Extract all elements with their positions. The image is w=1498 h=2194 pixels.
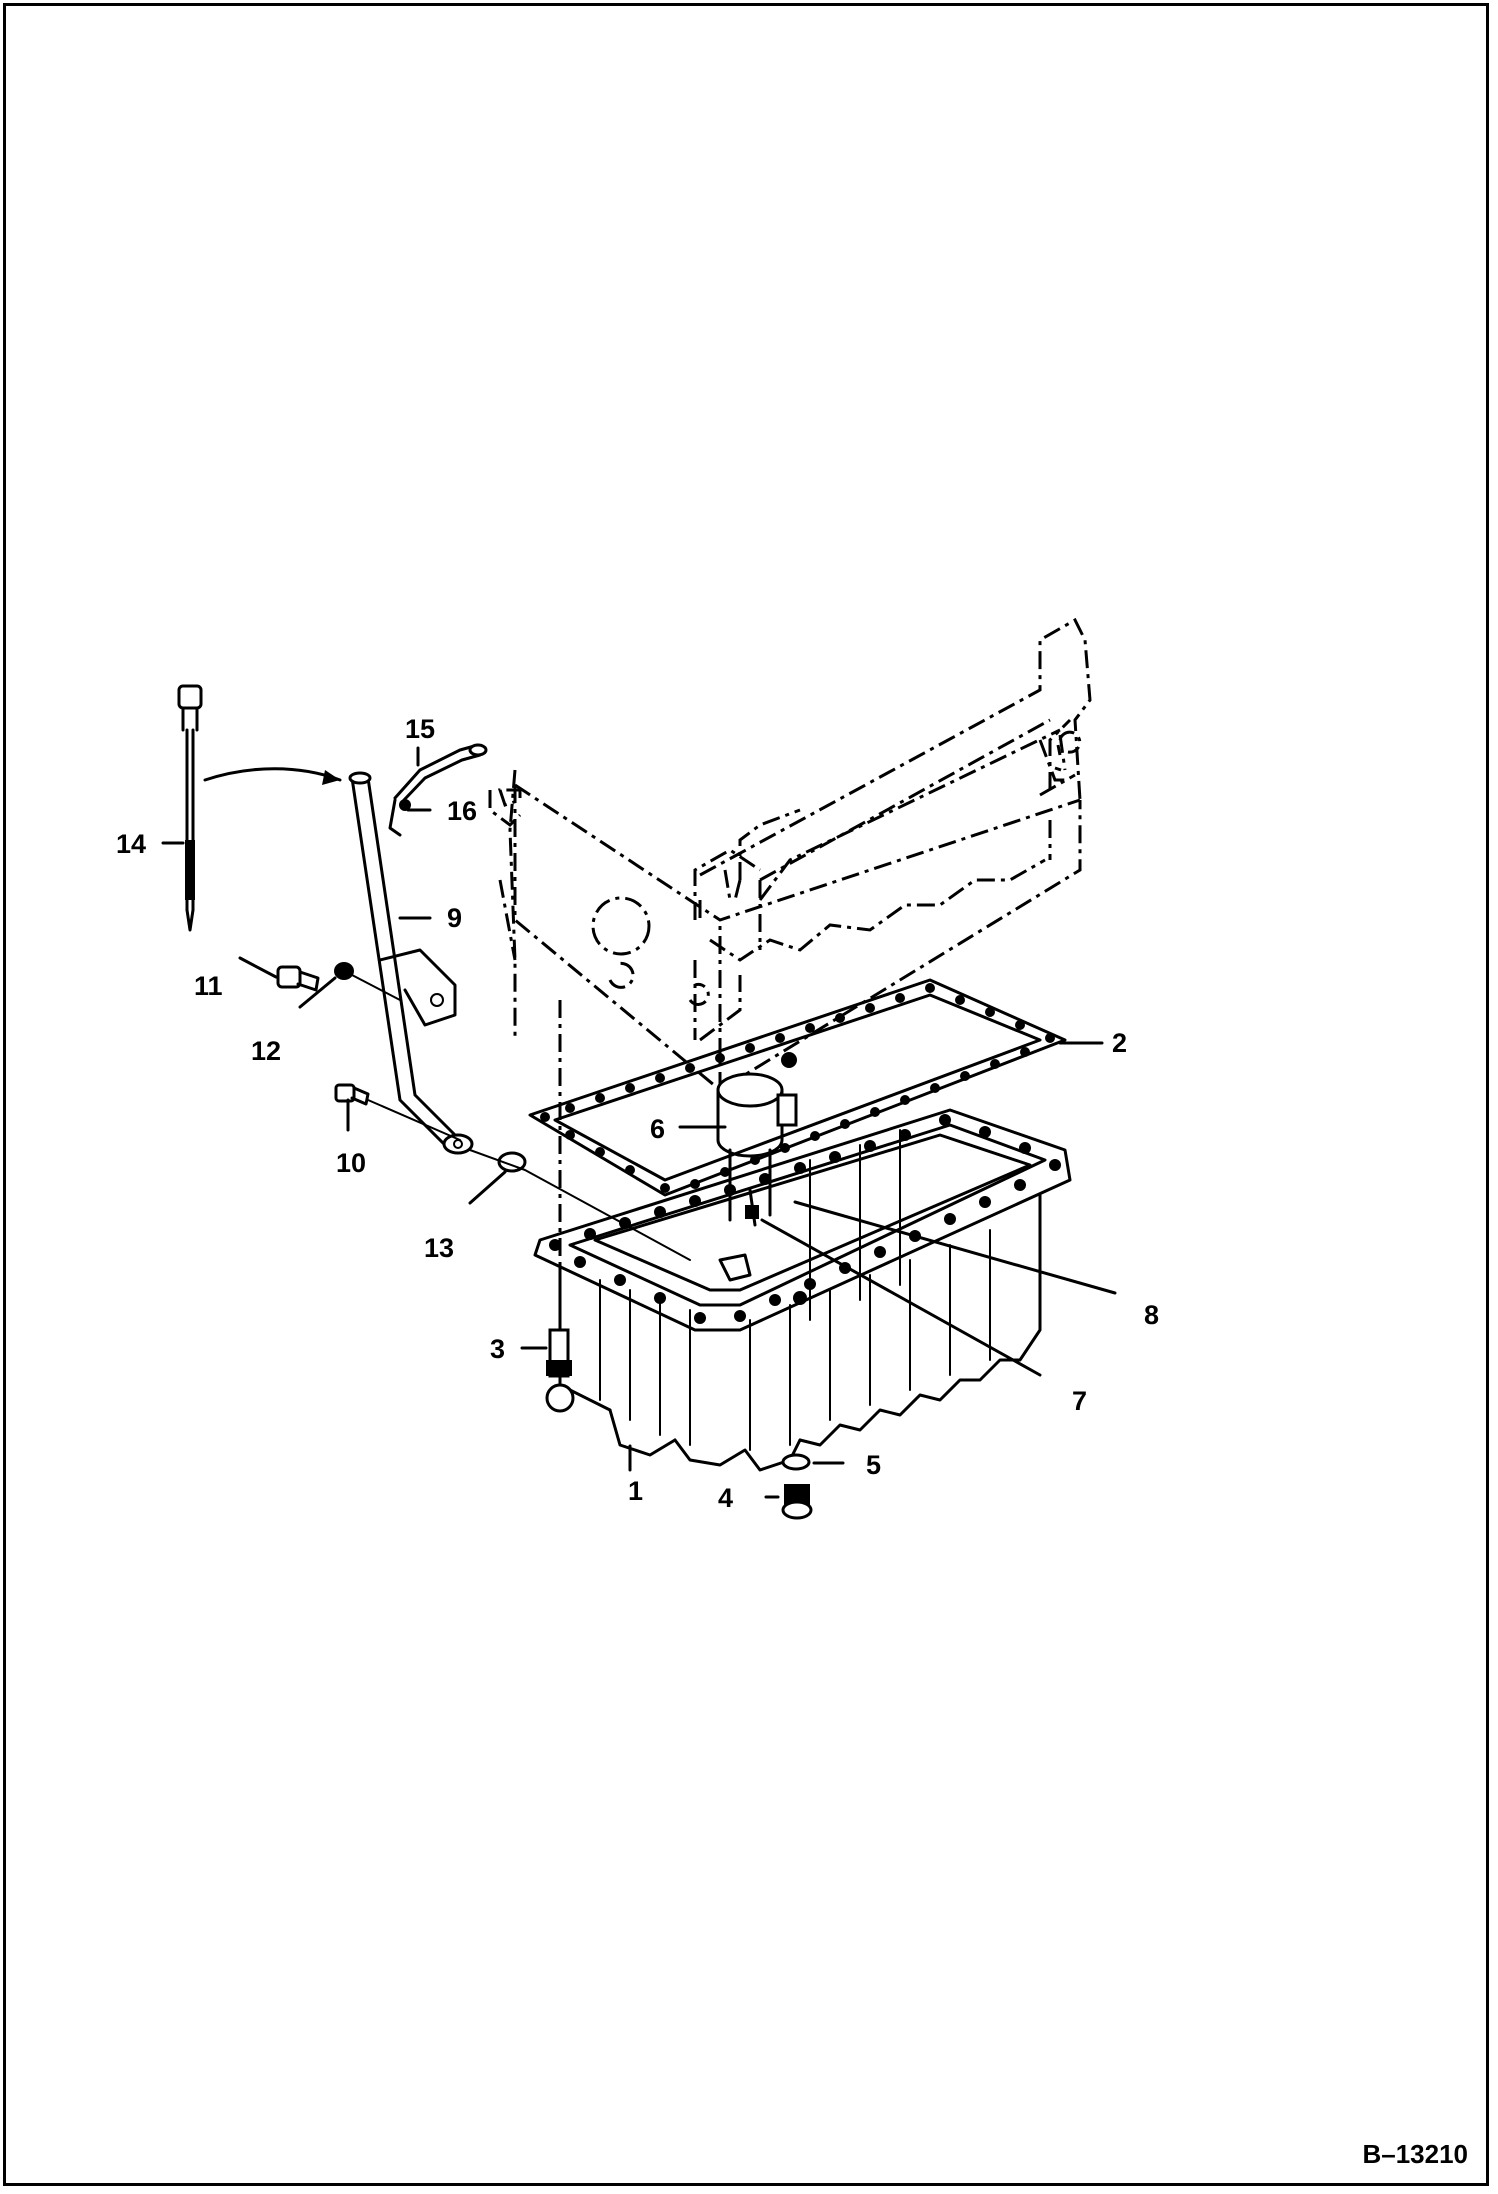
engine-block-phantom (488, 617, 1092, 1300)
callout-10: 10 (336, 1148, 366, 1178)
callout-1: 1 (628, 1476, 643, 1506)
callout-15: 15 (405, 714, 435, 744)
dipstick-guide (348, 771, 474, 1155)
guide-bolt (334, 1083, 370, 1106)
oil-strainer (716, 1052, 798, 1227)
callout-8: 8 (1144, 1300, 1159, 1330)
oil-pan-gasket (528, 978, 1067, 1197)
guide-gasket (497, 1151, 527, 1173)
callout-11: 11 (194, 971, 223, 1001)
callout-14: 14 (116, 829, 146, 859)
figure-reference: B–13210 (1362, 2139, 1468, 2169)
callout-13: 13 (424, 1233, 454, 1263)
insertion-arrow (203, 767, 342, 782)
callout-16: 16 (447, 796, 477, 826)
callout-4: 4 (718, 1483, 733, 1513)
callout-2: 2 (1112, 1028, 1127, 1058)
bracket-bolt (276, 962, 354, 992)
pan-bolt (545, 1328, 575, 1413)
callout-3: 3 (490, 1334, 505, 1364)
callout-7: 7 (1072, 1386, 1087, 1416)
callout-9: 9 (447, 903, 462, 933)
oil-pan (533, 1108, 1072, 1472)
callout-5: 5 (866, 1450, 881, 1480)
callout-6: 6 (650, 1114, 665, 1144)
breather-hose (388, 743, 488, 837)
callout-12: 12 (251, 1036, 281, 1066)
callouts: 2 6 8 7 3 5 4 1 9 10 11 12 13 14 15 16 (116, 714, 1159, 1513)
page-border (3, 3, 1489, 2186)
leader-lines (161, 746, 1117, 1499)
dipstick (177, 684, 203, 932)
drain-plug (781, 1453, 813, 1520)
